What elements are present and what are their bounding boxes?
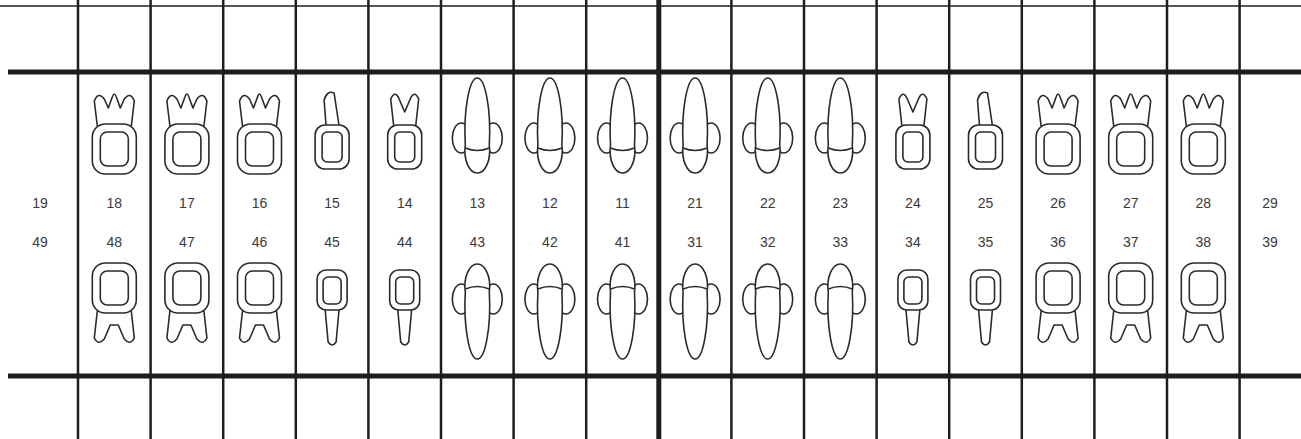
- grid-line: [1093, 0, 1096, 439]
- grid-line: [149, 0, 152, 439]
- tooth-number: 24: [903, 196, 923, 211]
- upper-teeth: [92, 78, 1225, 174]
- grid-line: [8, 374, 1301, 379]
- tooth-outline: [815, 264, 865, 359]
- grid-line: [77, 0, 80, 439]
- tooth-number: 41: [613, 235, 633, 250]
- tooth-number: 21: [685, 196, 705, 211]
- tooth-number: 13: [468, 196, 488, 211]
- tooth-number: 49: [30, 235, 50, 250]
- tooth-number: 26: [1048, 196, 1068, 211]
- grid-line: [8, 70, 1301, 75]
- tooth-number: 12: [540, 196, 560, 211]
- tooth-outline: [92, 94, 136, 174]
- tooth-outline: [969, 92, 1003, 169]
- tooth-outline: [898, 270, 928, 345]
- tooth-outline: [238, 263, 282, 342]
- tooth-number: 37: [1121, 235, 1141, 250]
- tooth-outline: [896, 94, 930, 169]
- grid-line: [875, 0, 878, 439]
- grid-line: [0, 5, 1301, 7]
- tooth-number: 22: [758, 196, 778, 211]
- grid-line: [803, 0, 806, 439]
- tooth-number: 17: [177, 196, 197, 211]
- tooth-number: 14: [395, 196, 415, 211]
- tooth-outline: [317, 270, 347, 345]
- tooth-outline: [238, 94, 282, 174]
- grid-line: [367, 0, 370, 439]
- grid-line: [730, 0, 733, 439]
- tooth-number: 23: [831, 196, 851, 211]
- tooth-outline: [670, 78, 720, 173]
- tooth-number: 31: [685, 235, 705, 250]
- tooth-number: 48: [105, 235, 125, 250]
- tooth-outline: [165, 94, 209, 174]
- tooth-outline: [598, 78, 648, 173]
- tooth-outline: [452, 78, 502, 173]
- grid-line: [295, 0, 298, 439]
- lower-teeth: [92, 263, 1225, 359]
- tooth-outline: [971, 270, 1001, 345]
- tooth-number: 44: [395, 235, 415, 250]
- grid-line: [1238, 0, 1241, 439]
- tooth-number: 18: [105, 196, 125, 211]
- grid-line: [656, 0, 661, 439]
- tooth-outline: [1036, 263, 1080, 342]
- tooth-outline: [1109, 94, 1153, 174]
- tooth-number: 11: [613, 196, 632, 211]
- tooth-outline: [1036, 94, 1080, 174]
- tooth-outline: [390, 270, 420, 345]
- grid-line: [512, 0, 515, 439]
- tooth-number: 35: [976, 235, 996, 250]
- tooth-number: 38: [1194, 235, 1214, 250]
- tooth-outline: [815, 78, 865, 173]
- tooth-outline: [670, 264, 720, 359]
- tooth-outline: [525, 78, 575, 173]
- tooth-number: 42: [540, 235, 560, 250]
- grid-line: [222, 0, 225, 439]
- tooth-outline: [598, 264, 648, 359]
- tooth-number: 33: [831, 235, 851, 250]
- tooth-number: 39: [1260, 235, 1280, 250]
- tooth-outline: [92, 263, 136, 342]
- tooth-number: 34: [903, 235, 923, 250]
- tooth-outline: [452, 264, 502, 359]
- tooth-number: 28: [1194, 196, 1214, 211]
- tooth-outline: [1109, 263, 1153, 342]
- tooth-outline: [1181, 94, 1225, 174]
- grid-line: [948, 0, 951, 439]
- tooth-outline: [743, 78, 793, 173]
- grid-line: [1166, 0, 1169, 439]
- tooth-outline: [165, 263, 209, 342]
- tooth-number: 27: [1121, 196, 1141, 211]
- tooth-outline: [525, 264, 575, 359]
- grid-line: [1021, 0, 1024, 439]
- grid-line: [440, 0, 443, 439]
- tooth-number: 15: [322, 196, 342, 211]
- tooth-number: 32: [758, 235, 778, 250]
- tooth-number: 45: [322, 235, 342, 250]
- tooth-outline: [388, 94, 422, 169]
- tooth-number: 25: [976, 196, 996, 211]
- tooth-number: 19: [30, 196, 50, 211]
- tooth-outline: [315, 92, 349, 169]
- tooth-outline: [1181, 263, 1225, 342]
- tooth-number: 36: [1048, 235, 1068, 250]
- tooth-number: 29: [1260, 196, 1280, 211]
- tooth-outline: [743, 264, 793, 359]
- tooth-number: 46: [250, 235, 270, 250]
- tooth-number: 16: [250, 196, 270, 211]
- tooth-number: 43: [468, 235, 488, 250]
- grid-line: [585, 0, 588, 439]
- tooth-number: 47: [177, 235, 197, 250]
